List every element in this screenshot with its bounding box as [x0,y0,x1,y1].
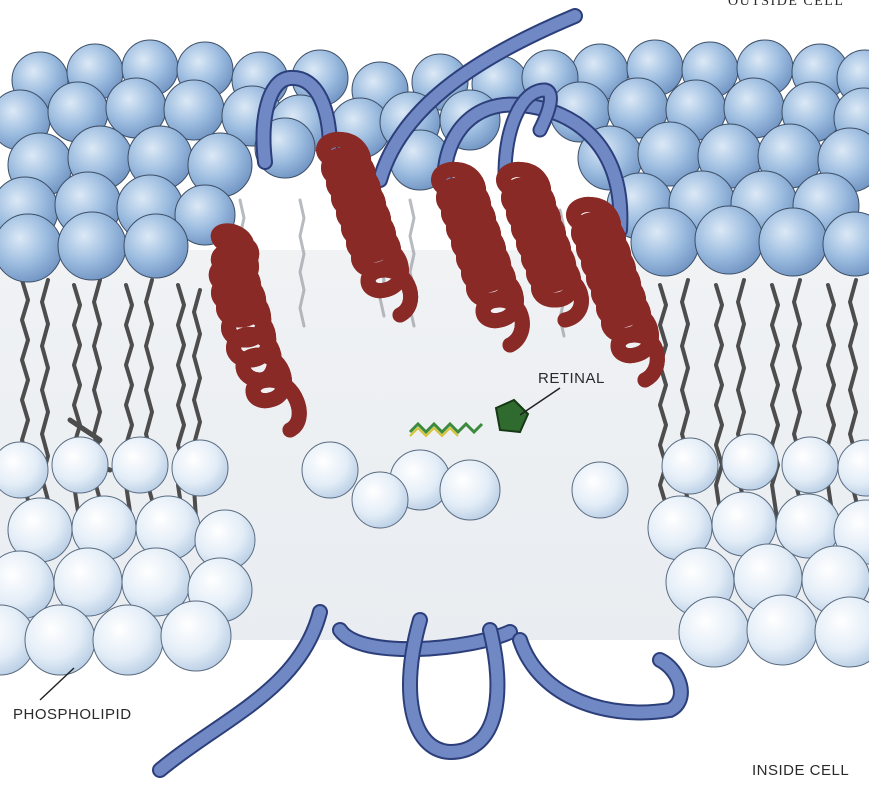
phospholipid-label: PHOSPHOLIPID [13,706,132,723]
upper-lipid-heads [0,40,869,282]
inside-cell-label: INSIDE CELL [752,762,849,779]
retinal-label: RETINAL [538,370,605,387]
outside-cell-label: OUTSIDE CELL [728,0,844,10]
